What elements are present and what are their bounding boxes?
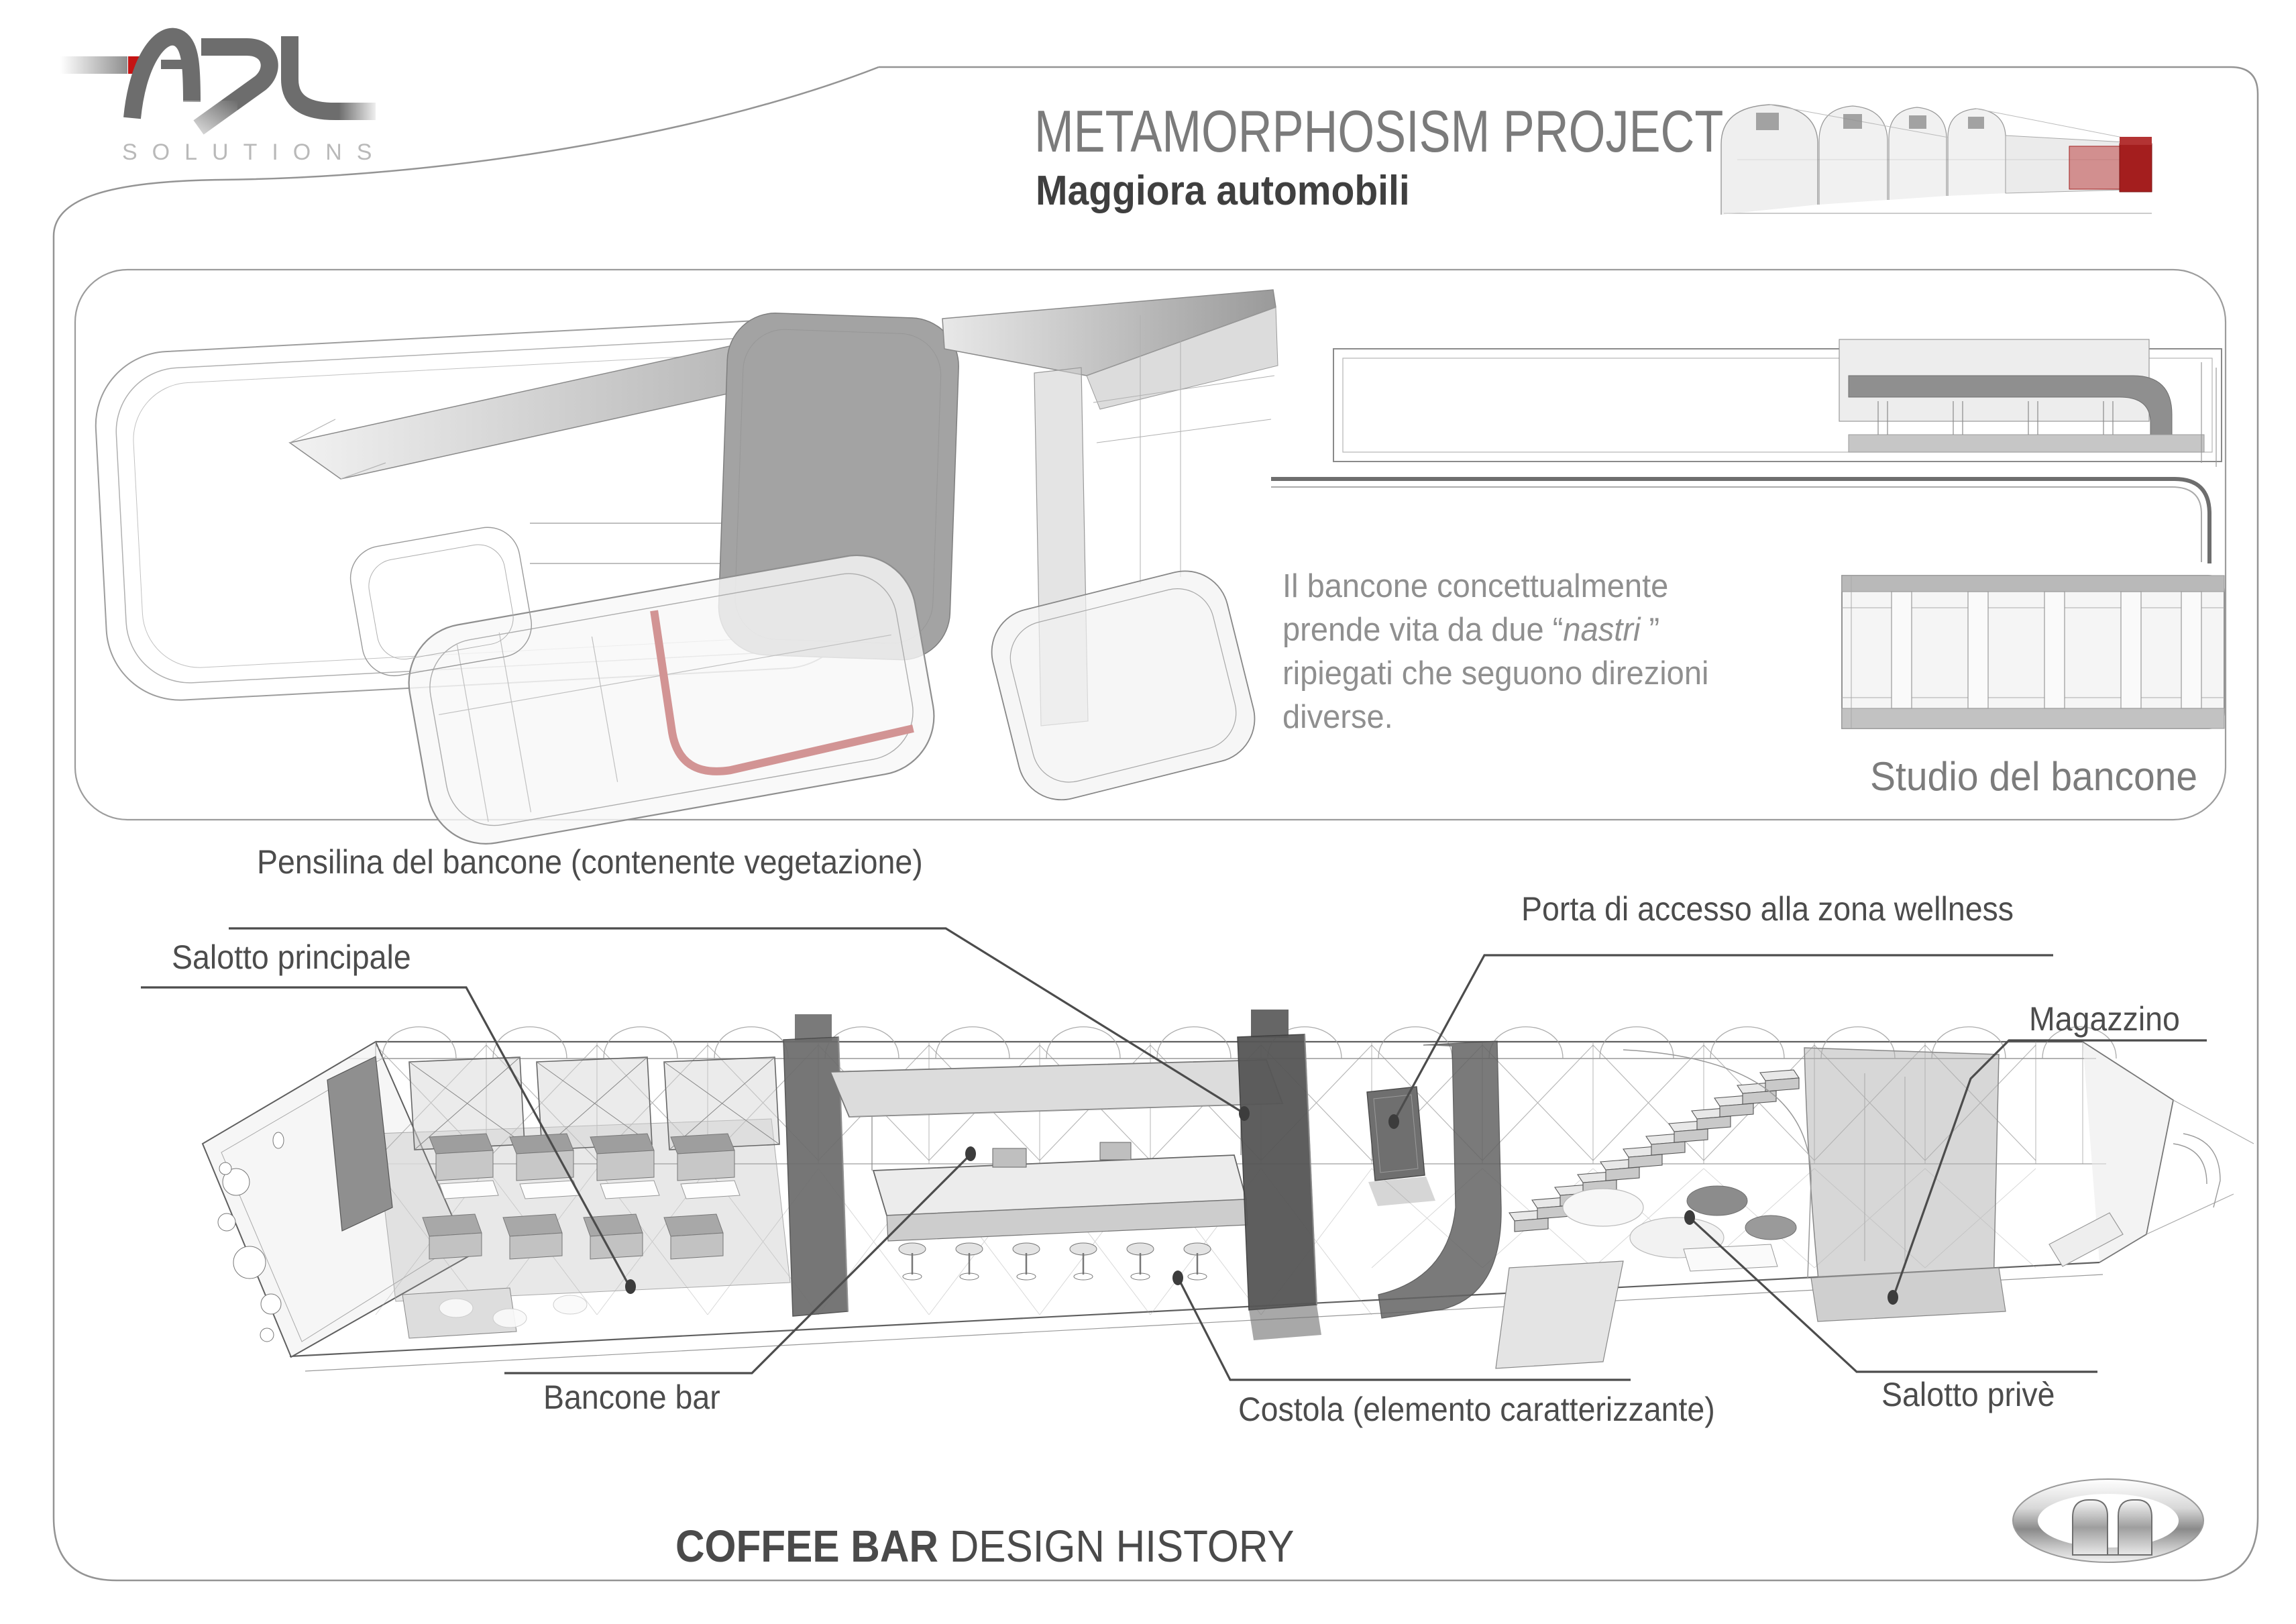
leader-bancone-bar: [504, 1154, 971, 1374]
leader-lines: [141, 927, 2207, 1381]
label-magazzino: Magazzino: [2029, 1000, 2180, 1038]
study-center-view: [942, 289, 1278, 801]
logo-tagline: SOLUTIONS: [122, 140, 387, 165]
footer-title-bold: COFFEE BAR: [675, 1521, 938, 1572]
client-name: Maggiora automobili: [1036, 168, 1410, 214]
label-porta-wellness: Porta di accesso alla zona wellness: [1521, 890, 2014, 928]
bar-stools: [898, 1242, 1211, 1281]
study-elevation-bottom: [1841, 575, 2225, 729]
label-bancone-bar: Bancone bar: [543, 1378, 720, 1416]
panel-borders: [52, 66, 2259, 1582]
floorplan-axonometric: [201, 1010, 2254, 1372]
bancone-bar-counter: [872, 1142, 1248, 1281]
label-salotto-prive: Salotto privè: [1881, 1376, 2055, 1413]
adl-logo-icon: [60, 28, 380, 140]
study-elevation-ribbon: [1271, 477, 2211, 563]
leader-pensilina: [229, 927, 1243, 1114]
building-render-icon: [1720, 104, 2152, 215]
page-title: METAMORPHOSISM PROJECT: [1034, 98, 1724, 164]
description-part2: ” ripiegati che seguono direzioni divers…: [1282, 612, 1709, 736]
study-left-view: [95, 313, 959, 845]
concept-description: Il bancone concettualmente prende vita d…: [1282, 565, 1720, 740]
salotto-principale-zone: [327, 1056, 791, 1339]
footer-title: COFFEE BAR DESIGN HISTORY: [675, 1524, 1295, 1569]
rib-1: [783, 1014, 849, 1317]
label-pensilina: Pensilina del bancone (contenente vegeta…: [257, 843, 923, 881]
study-elevation-top: [1333, 339, 2222, 467]
leader-porta-wellness: [1394, 954, 2053, 1120]
leader-salotto-principale: [141, 986, 630, 1285]
footer-title-rest: DESIGN HISTORY: [938, 1521, 1295, 1572]
label-costola: Costola (elemento caratterizzante): [1238, 1391, 1715, 1428]
description-part1: Il bancone concettualmente prende vita d…: [1282, 568, 1669, 649]
label-salotto-principale: Salotto principale: [172, 938, 411, 976]
leader-salotto-prive: [1690, 1218, 2097, 1373]
study-panel-caption: Studio del bancone: [1870, 754, 2198, 799]
leader-magazzino: [1893, 1039, 2207, 1295]
red-ribbon-accent: [650, 610, 914, 775]
wellness-prive-zone: [1495, 1047, 2124, 1369]
description-italic: nastri: [1563, 612, 1641, 649]
stairs: [1509, 1069, 1800, 1232]
counter-wireframe: [349, 527, 935, 845]
leader-costola: [1178, 1279, 1631, 1381]
porta-wellness-door: [1366, 1086, 1435, 1206]
portholes: [217, 1132, 284, 1342]
pensilina-canopy: [829, 1059, 1284, 1171]
leader-dots: [625, 1106, 1898, 1305]
costola-rib: [1237, 1010, 1321, 1340]
wellness-partition: [1378, 1040, 1502, 1319]
maggiora-logo-icon: [2012, 1478, 2204, 1563]
